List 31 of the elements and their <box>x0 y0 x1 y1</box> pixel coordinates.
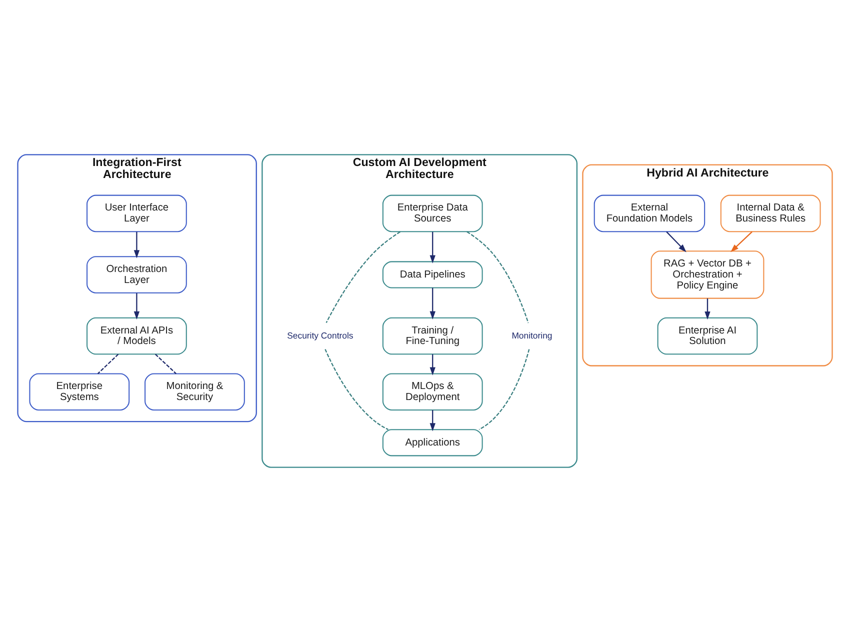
node-box: External AI APIs / Models <box>86 316 187 354</box>
arrow <box>730 230 752 252</box>
node-text: Security Controls <box>287 330 354 340</box>
connector <box>97 353 119 374</box>
node-box: Enterprise Data Sources <box>382 194 483 232</box>
node-box: MLOps & Deployment <box>382 372 483 410</box>
node-box: Monitoring & Security <box>144 372 245 410</box>
node-box: Enterprise AI Solution <box>657 316 758 354</box>
connector <box>326 230 401 322</box>
connector <box>154 353 176 374</box>
node-box: Data Pipelines <box>382 260 483 288</box>
node-box: RAG + Vector DB + Orchestration + Policy Engine <box>650 250 764 298</box>
arrow <box>666 230 686 252</box>
arrow <box>704 298 710 320</box>
node-box: Training / Fine-Tuning <box>382 316 483 354</box>
node-box: External Foundation Models <box>594 194 706 232</box>
node-text: Monitoring <box>512 330 552 340</box>
arrow <box>430 287 436 319</box>
connector <box>478 348 530 430</box>
arrow <box>134 292 140 320</box>
node-box: Orchestration Layer <box>86 256 187 293</box>
arrow <box>430 354 436 375</box>
node-box: Internal Data & Business Rules <box>720 194 821 232</box>
arrow <box>430 231 436 263</box>
node-box: User Interface Layer <box>86 194 187 232</box>
arrow <box>430 410 436 431</box>
connector <box>324 348 388 430</box>
arrow <box>134 231 140 258</box>
node-box: Applications <box>382 428 483 456</box>
connector <box>466 230 529 323</box>
node-box: Enterprise Systems <box>29 372 130 410</box>
